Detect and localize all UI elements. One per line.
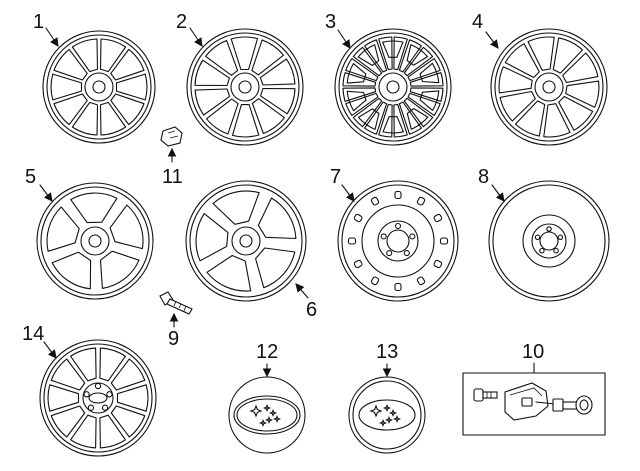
- alloy-wheel-1[interactable]: [42, 30, 156, 144]
- center-cap-12[interactable]: [228, 376, 306, 454]
- tpms-sensor: [504, 382, 556, 421]
- spare-wheel-8[interactable]: [488, 180, 610, 302]
- callout-14: 14: [22, 323, 57, 359]
- callout-label-13: 13: [376, 341, 398, 363]
- alloy-wheel-14[interactable]: [39, 339, 157, 457]
- callout-label-7: 7: [330, 166, 341, 188]
- callout-10: 10: [522, 341, 544, 374]
- callout-13: 13: [376, 341, 398, 378]
- callout-11: 11: [162, 147, 183, 188]
- alloy-wheel-3[interactable]: [334, 28, 452, 146]
- alloy-wheel-2[interactable]: [186, 28, 304, 146]
- tpms-sensor-kit-10[interactable]: [462, 372, 606, 436]
- callout-label-11: 11: [162, 166, 183, 188]
- callout-label-2: 2: [176, 11, 187, 33]
- callout-label-10: 10: [522, 341, 544, 363]
- alloy-wheel-6[interactable]: [185, 180, 307, 302]
- alloy-wheel-5[interactable]: [36, 182, 154, 300]
- valve-stem: [552, 395, 593, 415]
- callout-12: 12: [256, 341, 278, 378]
- callout-4: 4: [472, 11, 499, 49]
- callout-label-1: 1: [33, 11, 44, 33]
- callout-label-3: 3: [325, 11, 336, 33]
- callout-5: 5: [25, 166, 53, 202]
- callout-label-9: 9: [168, 328, 179, 350]
- callout-label-4: 4: [472, 11, 483, 33]
- callout-label-14: 14: [22, 323, 44, 345]
- callout-8: 8: [478, 166, 505, 202]
- callout-1: 1: [33, 11, 59, 47]
- alloy-wheel-4[interactable]: [490, 28, 608, 146]
- callout-6: 6: [295, 283, 317, 321]
- callout-2: 2: [176, 11, 203, 47]
- callout-9: 9: [168, 312, 179, 350]
- callout-label-8: 8: [478, 166, 489, 188]
- lug-bolt-9[interactable]: [159, 291, 193, 315]
- sensor-screw: [473, 388, 498, 402]
- lug-nut-11[interactable]: [160, 126, 183, 147]
- callout-label-12: 12: [256, 341, 278, 363]
- callout-3: 3: [325, 11, 351, 49]
- steel-wheel-7[interactable]: [337, 180, 459, 302]
- callout-label-6: 6: [306, 299, 317, 321]
- callout-7: 7: [330, 166, 355, 202]
- center-cap-13[interactable]: [348, 376, 426, 454]
- callout-label-5: 5: [25, 166, 36, 188]
